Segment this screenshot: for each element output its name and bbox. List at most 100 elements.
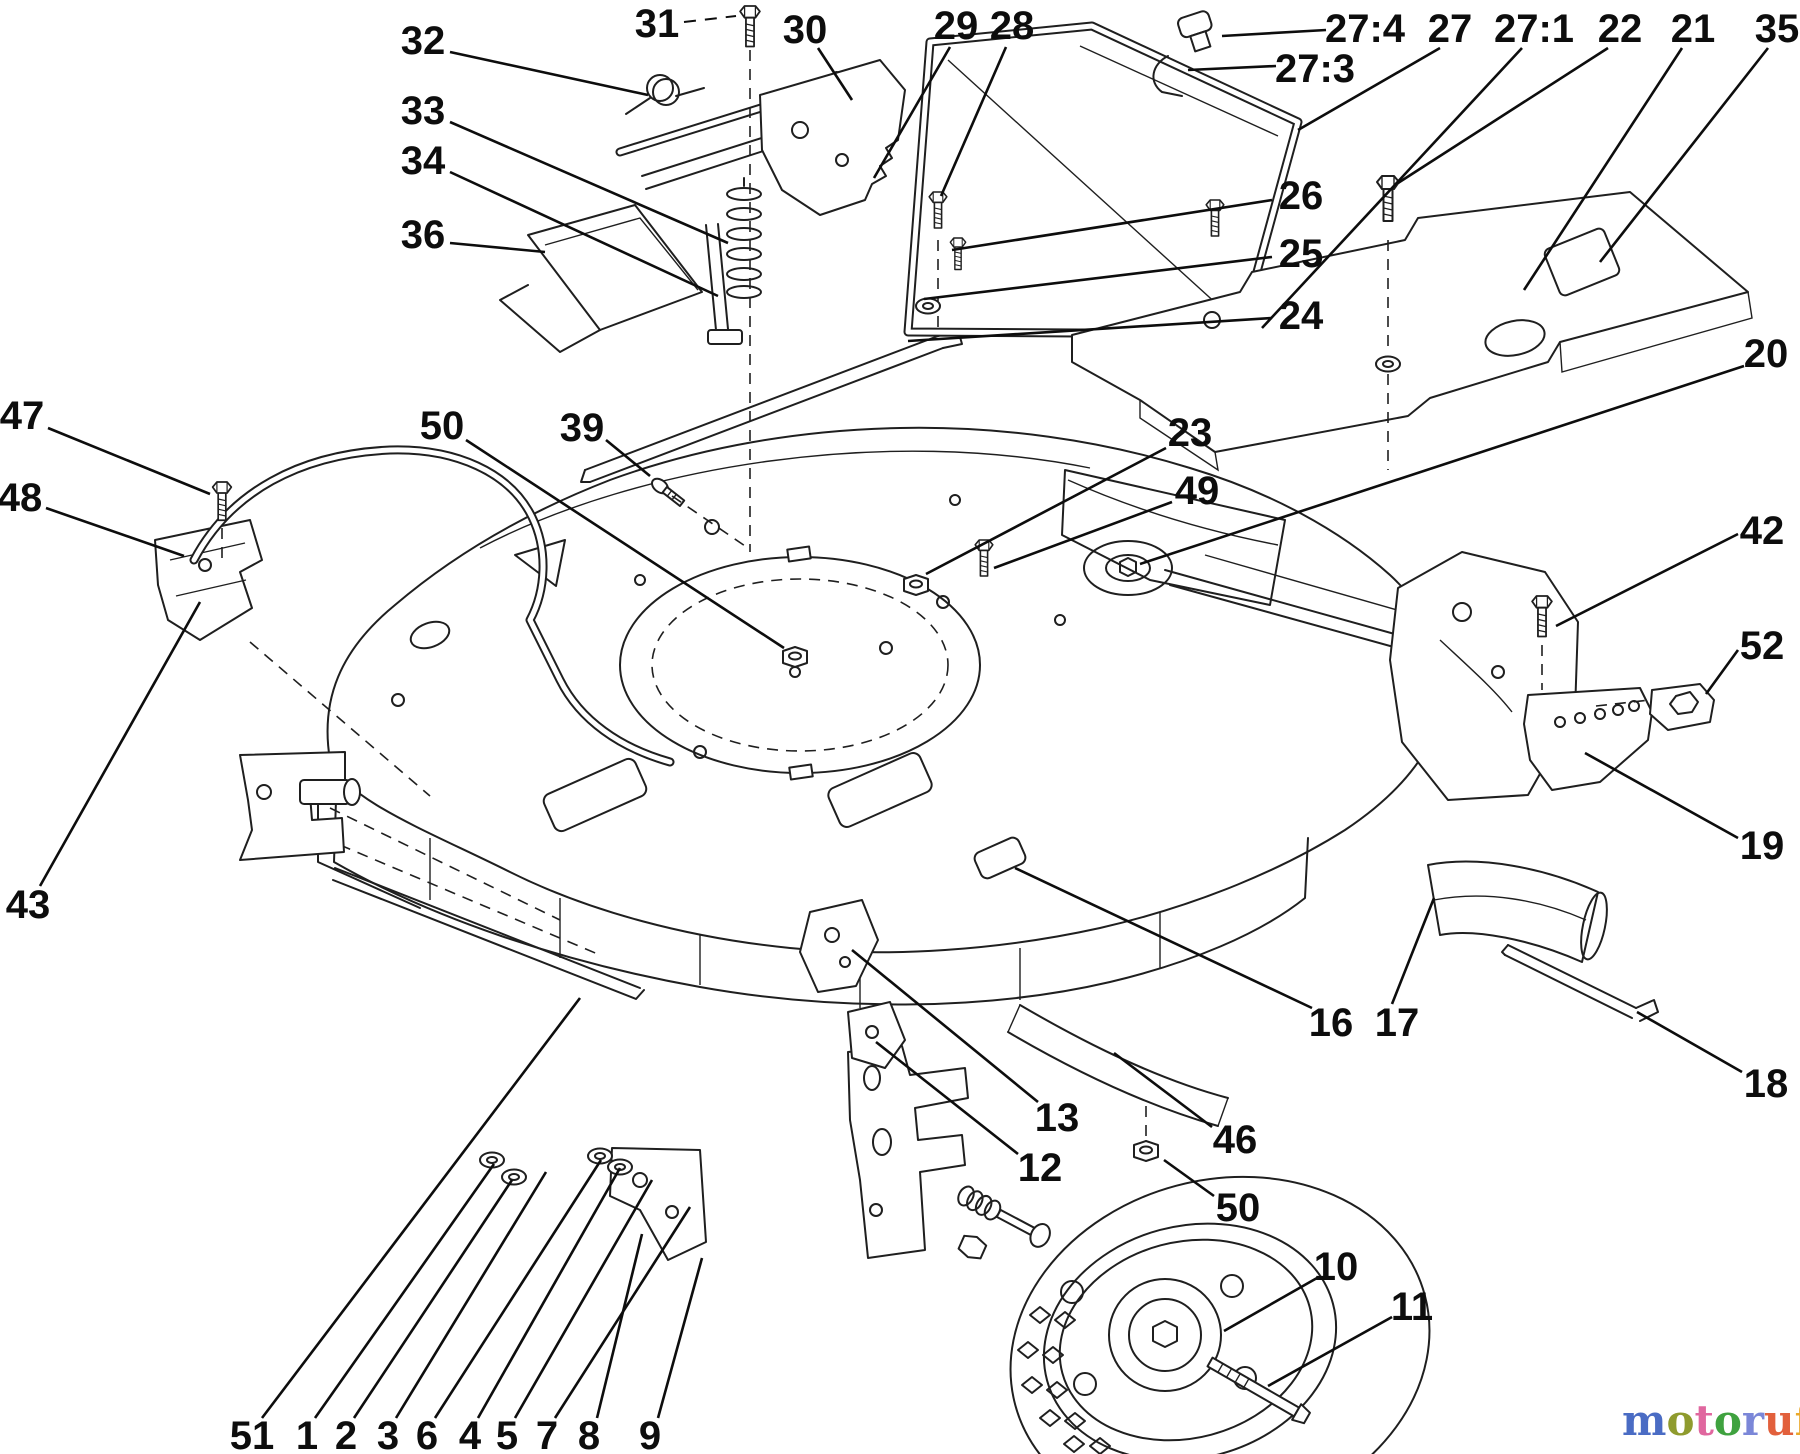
leader-line-26	[951, 198, 1273, 252]
watermark-letter: r	[1741, 1396, 1765, 1445]
callout-5: 5	[496, 1414, 518, 1454]
callout-27:4: 27:4	[1325, 7, 1406, 51]
callout-20: 20	[1744, 332, 1789, 376]
leader-line-52	[1704, 649, 1740, 695]
watermark-logo: motoruf.de	[1622, 1398, 1800, 1450]
leader-line-18	[1636, 1010, 1743, 1074]
leader-line-19	[1584, 751, 1739, 840]
rear-brackets	[799, 899, 1229, 1127]
leader-line-17	[1390, 897, 1436, 1005]
callout-43: 43	[6, 883, 51, 927]
callout-18: 18	[1744, 1062, 1789, 1106]
leader-line-25	[923, 255, 1273, 301]
leader-line-27:4	[1221, 28, 1327, 38]
leader-line-16	[1014, 866, 1313, 1010]
leader-line-6	[433, 1159, 603, 1419]
callout-39: 39	[560, 406, 605, 450]
leader-line-33	[449, 120, 729, 245]
leader-line-47	[47, 426, 211, 496]
callout-29: 29	[934, 4, 979, 48]
leader-line-4	[476, 1167, 622, 1419]
callout-17: 17	[1375, 1001, 1420, 1045]
callout-27:1: 27:1	[1494, 7, 1574, 51]
rear-door-and-rod	[1427, 860, 1659, 1022]
grass-bag-frame	[903, 10, 1303, 339]
callout-13: 13	[1035, 1096, 1080, 1140]
leader-line-50	[1163, 1158, 1215, 1198]
callout-30: 30	[783, 8, 828, 52]
leader-line-27	[1297, 46, 1441, 132]
callout-42: 42	[1740, 509, 1785, 553]
leader-line-28	[939, 46, 1008, 197]
leader-line-10	[1223, 1276, 1318, 1333]
leader-line-24	[907, 316, 1273, 343]
leader-line-46	[1113, 1051, 1213, 1129]
callout-24: 24	[1279, 294, 1324, 338]
axle-bolt	[1206, 1356, 1311, 1425]
callout-27:3: 27:3	[1275, 47, 1355, 91]
callout-3: 3	[377, 1414, 399, 1454]
leader-line-51	[260, 997, 582, 1419]
callout-51: 51	[230, 1414, 275, 1454]
callout-12: 12	[1018, 1146, 1063, 1190]
callout-50: 50	[420, 404, 465, 448]
callout-11: 11	[1391, 1285, 1433, 1329]
callout-48: 48	[0, 476, 42, 520]
callout-21: 21	[1671, 7, 1716, 51]
callout-52: 52	[1740, 624, 1785, 668]
leader-line-32	[449, 50, 649, 97]
callout-9: 9	[639, 1414, 661, 1454]
callout-19: 19	[1740, 824, 1785, 868]
callout-23: 23	[1168, 411, 1213, 455]
mower-deck-housing	[317, 426, 1445, 1008]
wheel-nut	[1133, 1106, 1159, 1162]
leader-line-48	[45, 506, 185, 558]
callout-28: 28	[990, 4, 1035, 48]
callout-47: 47	[0, 394, 44, 438]
leader-line-9	[656, 1257, 704, 1419]
leader-line-1	[313, 1163, 496, 1419]
callout-6: 6	[416, 1414, 438, 1454]
handle-mount-assembly	[154, 445, 675, 861]
leader-line-29	[872, 46, 952, 179]
callout-49: 49	[1175, 469, 1220, 513]
leader-line-49	[993, 500, 1173, 570]
callout-46: 46	[1213, 1118, 1258, 1162]
callout-26: 26	[1279, 174, 1324, 218]
watermark-letter: o	[1713, 1396, 1742, 1445]
watermark-letter: m	[1622, 1396, 1667, 1445]
leader-line-13	[851, 948, 1039, 1104]
callout-33: 33	[401, 89, 446, 133]
callout-16: 16	[1309, 1001, 1354, 1045]
callout-2: 2	[335, 1414, 357, 1454]
leader-line-30	[816, 47, 854, 101]
leader-line-27:3	[1187, 64, 1277, 72]
callout-1: 1	[296, 1414, 318, 1454]
height-adjuster-assembly	[479, 1045, 1051, 1261]
leader-line-34	[449, 170, 719, 298]
watermark-letter: f	[1795, 1396, 1800, 1445]
leader-line-36	[449, 241, 546, 254]
leader-line-12	[875, 1040, 1019, 1156]
callout-32: 32	[401, 19, 446, 63]
callout-31: 31	[635, 2, 680, 46]
callout-8: 8	[578, 1414, 600, 1454]
leader-line-11	[1267, 1315, 1393, 1388]
callout-36: 36	[401, 213, 446, 257]
leader-line-21	[1522, 47, 1684, 291]
callout-4: 4	[459, 1414, 482, 1454]
leader-line-8	[595, 1233, 644, 1419]
leader-line-39	[605, 438, 651, 478]
callout-34: 34	[401, 139, 446, 183]
callout-22: 22	[1598, 7, 1643, 51]
leader-line-50	[465, 438, 785, 650]
leader-line-35	[1598, 47, 1770, 263]
callout-50: 50	[1216, 1186, 1261, 1230]
leader-line-27:1	[1261, 47, 1523, 329]
leader-line-22	[1397, 46, 1609, 185]
belt-cover	[1061, 175, 1753, 606]
spindle-and-right-frame	[1083, 540, 1715, 801]
callout-25: 25	[1279, 232, 1324, 276]
callout-27: 27	[1428, 7, 1473, 51]
